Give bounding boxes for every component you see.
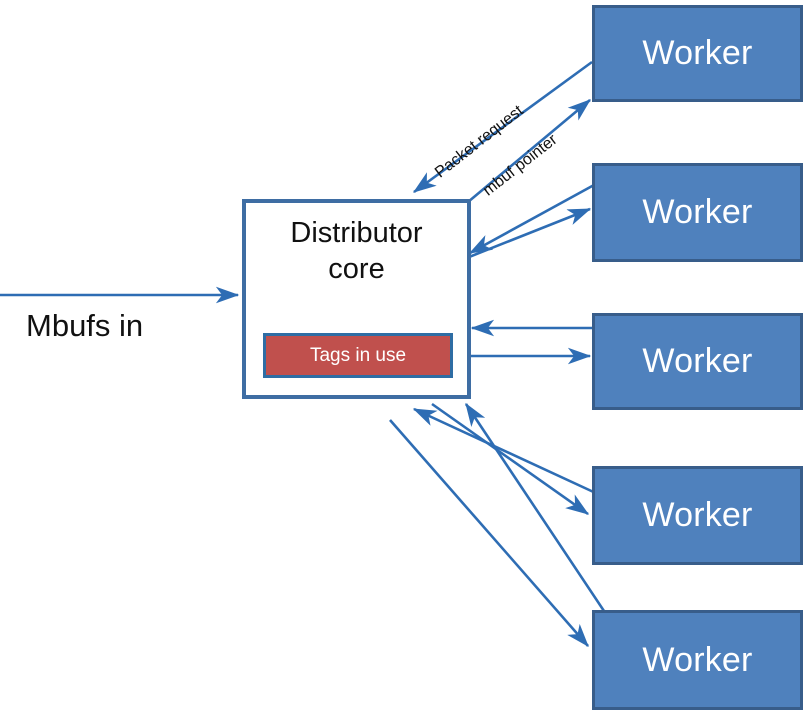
- worker-label: Worker: [642, 496, 753, 534]
- tags-in-use-box[interactable]: Tags in use: [263, 333, 453, 378]
- arrow-mbuf-pointer-worker4: [431, 402, 590, 516]
- worker-node-3[interactable]: Worker: [592, 313, 803, 410]
- worker-node-2[interactable]: Worker: [592, 163, 803, 262]
- distributor-title-line2: core: [328, 253, 385, 286]
- mbufs-in-label: Mbufs in: [26, 308, 144, 343]
- distributor-core-title: Distributor core: [246, 215, 467, 288]
- arrow-mbuf-pointer-worker5: [389, 419, 589, 647]
- arrow-packet-request-worker4: [412, 407, 601, 497]
- arrow-mbuf-pointer-worker2: [463, 207, 592, 261]
- arrow-packet-request-worker1: [412, 60, 593, 194]
- worker-label: Worker: [642, 342, 753, 380]
- distributor-title-line1: Distributor: [290, 217, 423, 249]
- worker-label: Worker: [642, 193, 753, 231]
- worker-node-1[interactable]: Worker: [592, 5, 803, 102]
- distributor-core-node[interactable]: Distributor core Tags in use: [242, 199, 471, 399]
- tags-in-use-label: Tags in use: [309, 344, 407, 366]
- arrow-packet-request-worker2: [468, 183, 595, 255]
- arrow-mbuf-pointer-worker1: [467, 99, 591, 203]
- worker-node-4[interactable]: Worker: [592, 466, 803, 565]
- worker-node-5[interactable]: Worker: [592, 610, 803, 710]
- worker-label: Worker: [642, 640, 753, 679]
- arrow-packet-request-worker5: [464, 402, 632, 651]
- worker-label: Worker: [642, 34, 753, 72]
